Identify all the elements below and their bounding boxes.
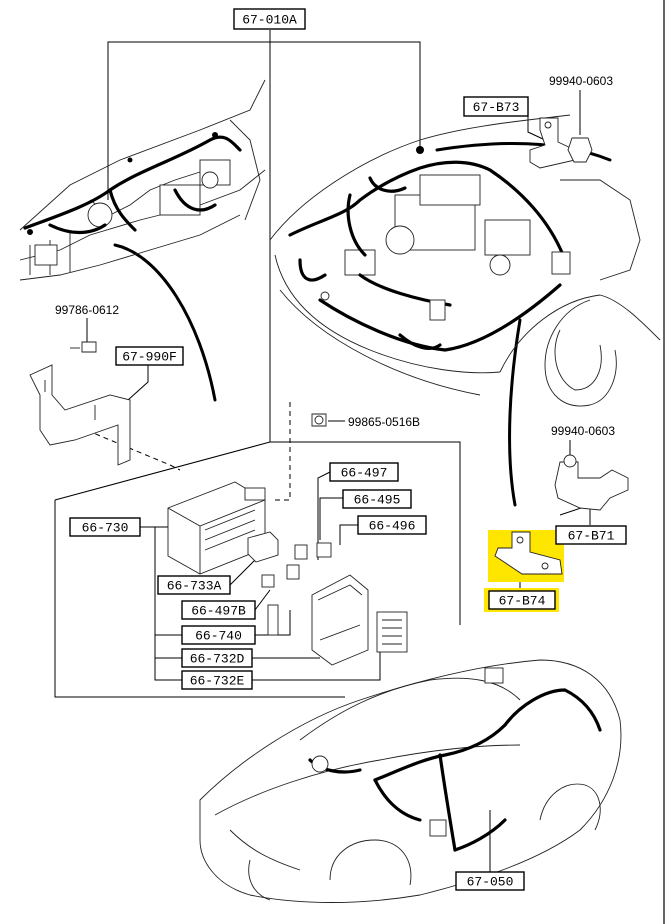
bracket-b71: [554, 454, 629, 511]
bolt-99865-text: 99865-0516B: [348, 415, 420, 429]
callout-497b: 66-497B: [181, 600, 256, 620]
p732e-text: 66-732E: [190, 674, 245, 689]
bracket-b74: [488, 530, 564, 582]
p496-text: 66-496: [369, 519, 416, 534]
group-frame-left: [54, 500, 270, 698]
dashboard-illustration: [19, 79, 266, 281]
p497-text: 66-497: [341, 466, 388, 481]
bolt-99865-dash: [275, 402, 291, 501]
p733a-leader: [229, 559, 256, 586]
c990f-text: 67-990F: [122, 350, 177, 365]
callout-730: 66-730: [69, 517, 141, 537]
p495-leader: [319, 497, 343, 540]
p730-bracket: [154, 527, 182, 681]
p730-text: 66-730: [82, 521, 129, 536]
p497b-text: 66-497B: [191, 604, 246, 619]
callout-bolt-99786: 99786-0612: [55, 303, 119, 317]
top-bracket-line: [107, 41, 421, 200]
left-sweep-curve: [113, 243, 217, 402]
b71-text: 67-B71: [568, 529, 615, 544]
b73-text: 67-B73: [473, 100, 520, 115]
car-illustration: [199, 659, 622, 903]
harness-route-curves: [113, 141, 612, 507]
p732d-text: 66-732D: [190, 652, 245, 667]
bracket-b73: [529, 117, 593, 169]
b74-text: 67-B74: [499, 594, 546, 609]
right-sweep-curve: [508, 318, 522, 507]
p495-text: 66-495: [354, 493, 401, 508]
engine-bay-illustration: [269, 114, 661, 407]
component-parts: [167, 481, 408, 666]
callout-732e: 66-732E: [181, 670, 253, 690]
bolt-right-text: 99940-0603: [551, 424, 615, 438]
bolt-top-text: 99940-0603: [549, 74, 613, 88]
callout-050: 67-050: [455, 871, 525, 891]
callout-990f: 67-990F: [115, 346, 184, 366]
p496-leader: [339, 524, 358, 545]
c990f-leader: [127, 362, 149, 401]
c050-text: 67-050: [467, 875, 514, 890]
bracket-990f: [29, 341, 131, 466]
top-right-sweep-curve: [435, 141, 612, 162]
top-label-text: 67-010A: [242, 13, 297, 28]
callout-732d: 66-732D: [181, 648, 253, 668]
callout-b74: 67-B74: [484, 588, 559, 612]
callout-740: 66-740: [181, 625, 256, 645]
callout-bolt-top: 99940-0603: [549, 74, 613, 88]
callout-497: 66-497: [329, 462, 399, 482]
bolt-99865-part: [311, 413, 327, 427]
callout-496: 66-496: [357, 515, 427, 535]
callout-495: 66-495: [342, 489, 412, 509]
callout-bolt-99865: 99865-0516B: [348, 415, 420, 429]
p732e-leader: [252, 650, 381, 681]
callout-b71: 67-B71: [555, 525, 627, 545]
bracket-dash: [61, 419, 181, 471]
p497-leader: [317, 471, 331, 560]
callout-b73: 67-B73: [463, 96, 529, 117]
callout-733a: 66-733A: [157, 575, 231, 595]
callout-top-label: 67-010A: [233, 8, 306, 30]
p740-leader: [255, 610, 291, 636]
bolt-99786-text: 99786-0612: [55, 303, 119, 317]
p740-text: 66-740: [195, 629, 242, 644]
p497b-leader: [254, 589, 271, 611]
group-frame-top: [54, 441, 461, 625]
p733a-text: 66-733A: [167, 579, 222, 594]
callout-bolt-right: 99940-0603: [551, 424, 615, 438]
